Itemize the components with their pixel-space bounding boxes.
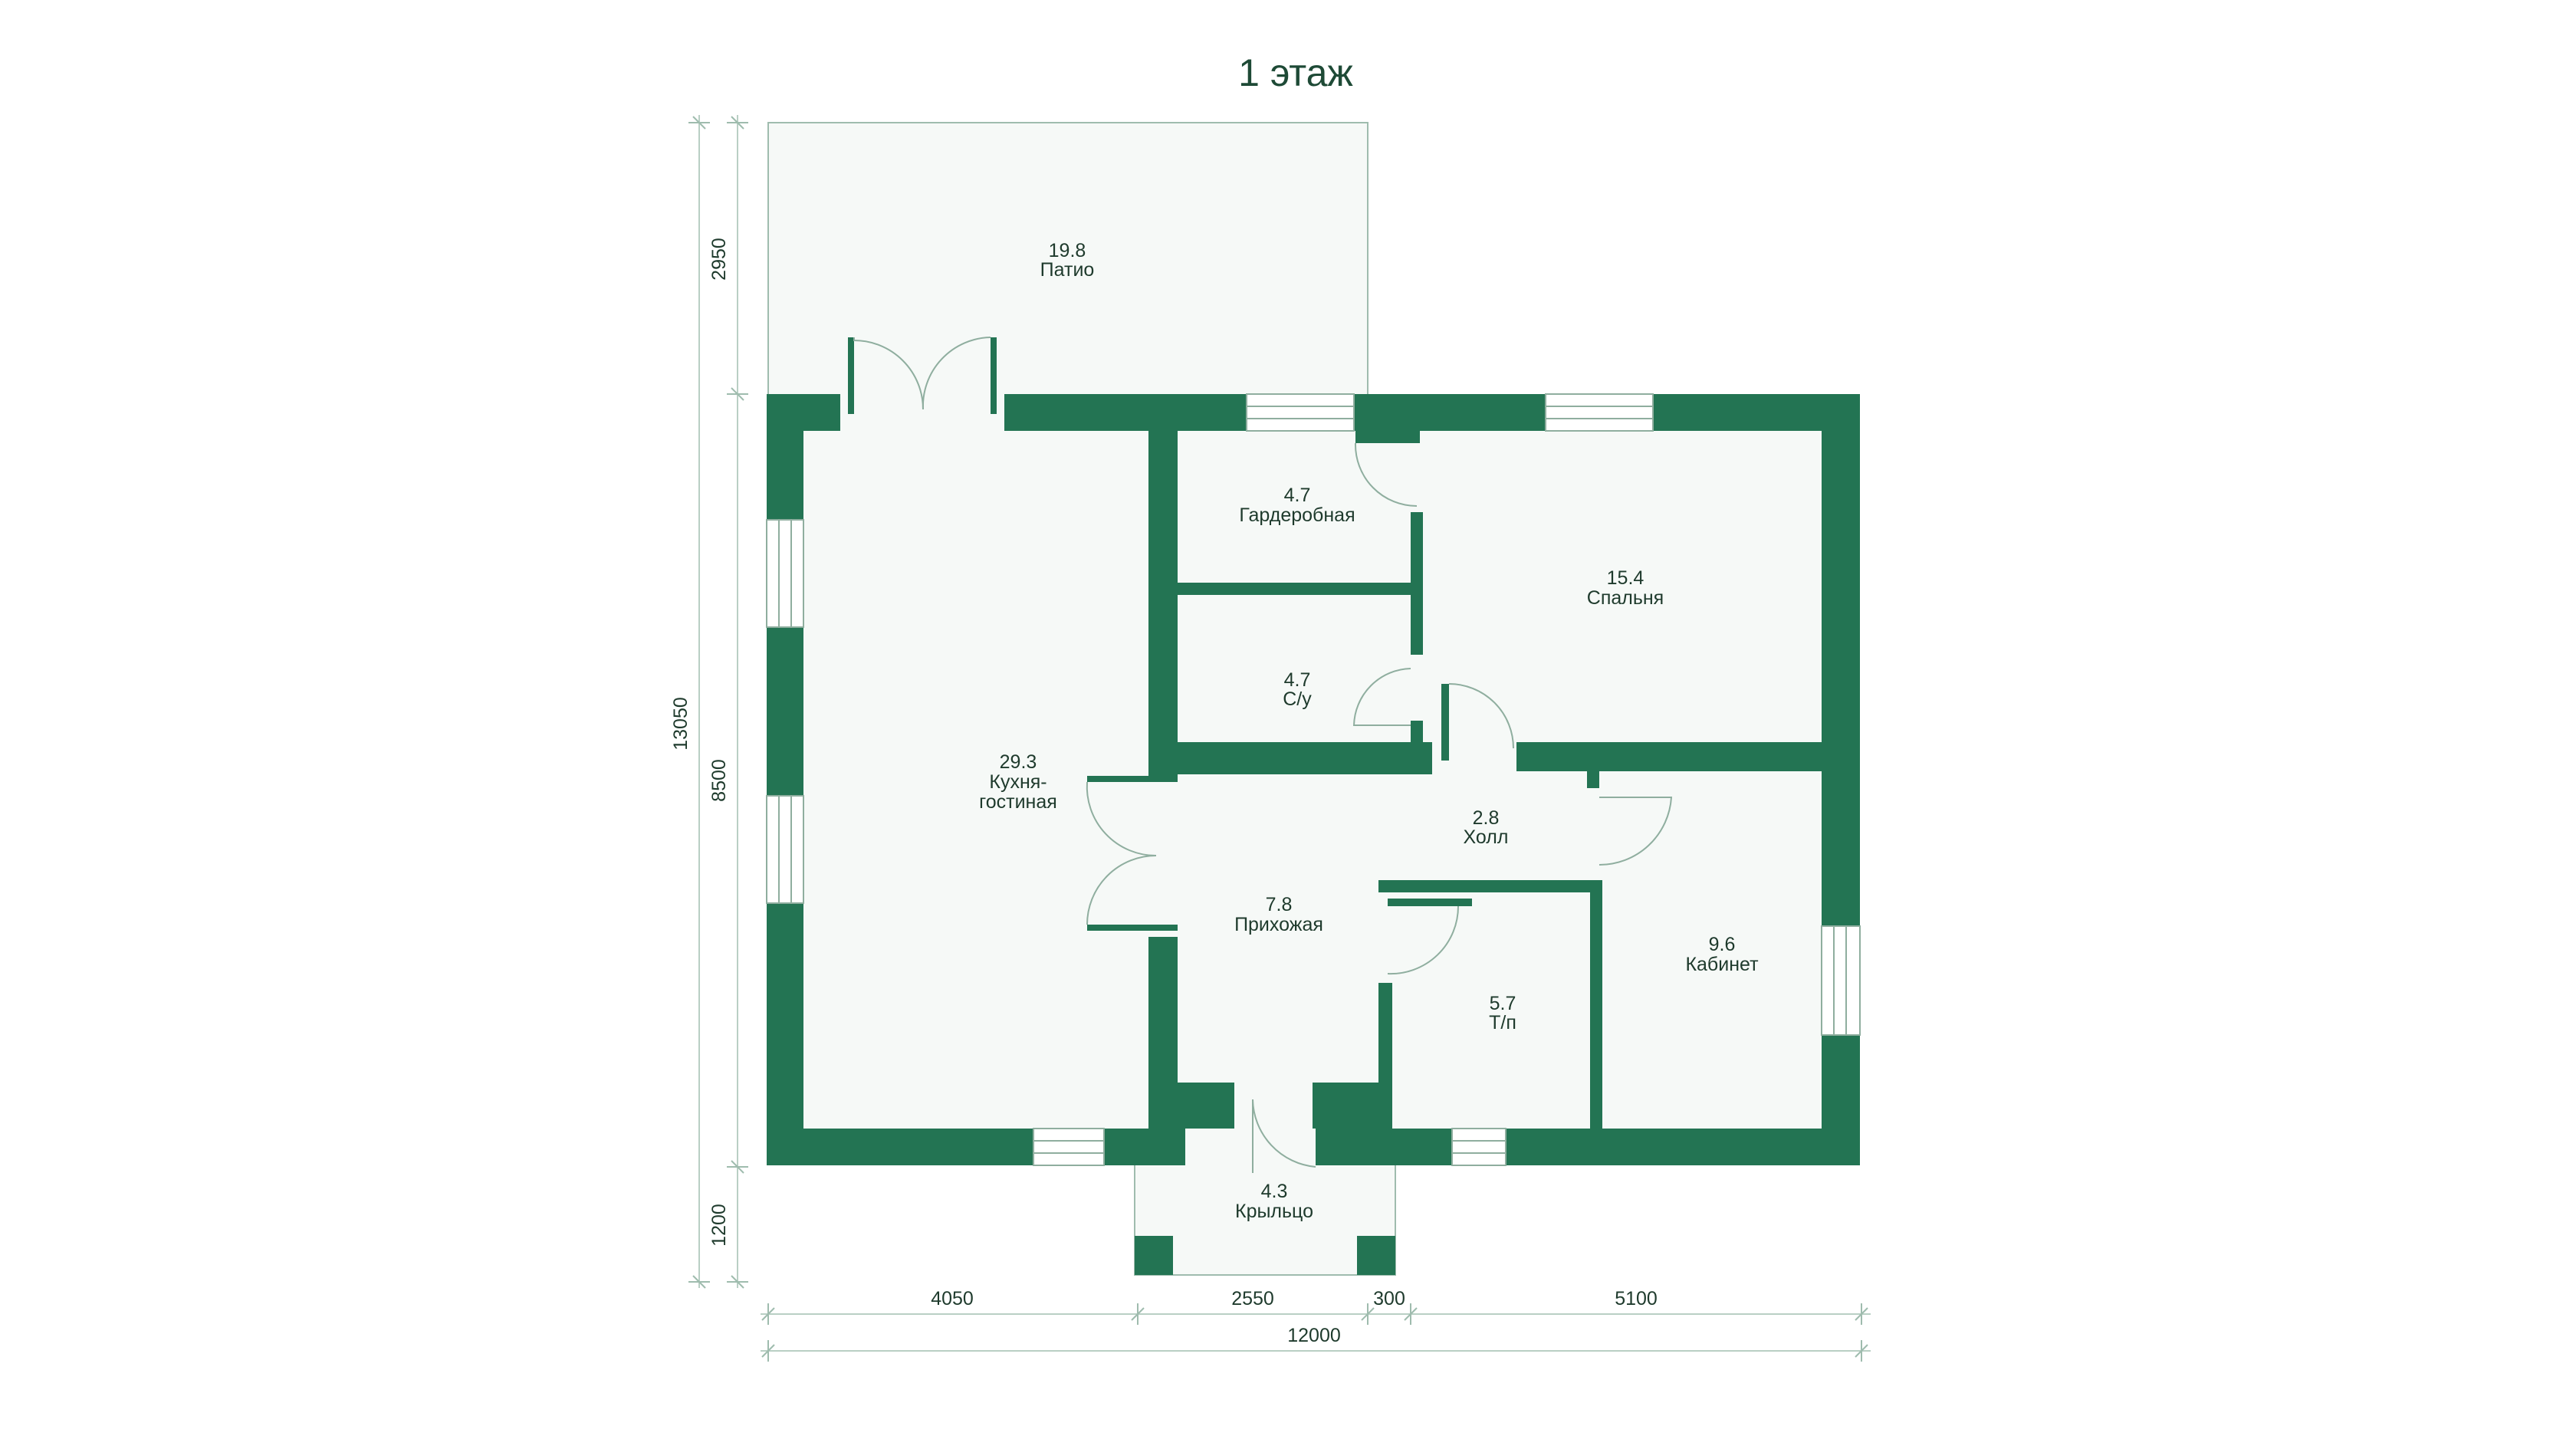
wall-vestibule-left	[1176, 1083, 1234, 1129]
bottom-ticks	[761, 1303, 1868, 1362]
patio-door-post-right	[991, 337, 997, 414]
dim-left-2950: 2950	[708, 238, 730, 281]
window-bottom-toilet	[1451, 1128, 1506, 1166]
porch-pillar-left	[1135, 1236, 1173, 1275]
windows	[766, 393, 1861, 1166]
bath-door	[1352, 668, 1411, 726]
bedroom-name-label: Спальня	[1587, 587, 1664, 609]
dim-bottom-2550: 2550	[1231, 1288, 1274, 1309]
patio-door-post-left	[848, 337, 854, 414]
study-name-label: Кабинет	[1685, 954, 1759, 975]
left-dimensions: 2950 13050 8500 1200	[670, 115, 748, 1289]
bedroom-door	[1448, 683, 1514, 749]
window-left-lower	[766, 795, 804, 904]
window-bottom-kitchen	[1033, 1128, 1105, 1166]
entrance-area-label: 7.8	[1266, 894, 1293, 915]
wall-kitchen-east-upper	[1148, 431, 1178, 776]
hall-name-label: Холл	[1464, 826, 1509, 848]
wall-study-stub	[1587, 771, 1599, 788]
wall-left	[767, 394, 803, 1165]
floor-title: 1 этаж	[1238, 51, 1353, 94]
patio-name-label: Патио	[1040, 259, 1095, 281]
dim-left-13050: 13050	[670, 697, 692, 751]
kitchen-name2-label: гостиная	[979, 791, 1057, 813]
window-top-wardrobe	[1246, 393, 1355, 432]
porch-outline	[1134, 1165, 1396, 1276]
wall-bottom-1	[767, 1129, 1185, 1165]
kitchen-door-stub-bottom	[1087, 925, 1178, 931]
kitchen-door-stub-top	[1087, 776, 1178, 782]
porch-area	[1135, 1165, 1395, 1275]
wall-toilet-north	[1378, 880, 1601, 892]
wall-bottom-2	[1316, 1129, 1860, 1165]
left-ticks	[688, 116, 748, 1289]
patio-door-right	[922, 337, 991, 410]
porch-area-label: 4.3	[1261, 1181, 1288, 1202]
wall-toilet-east	[1590, 880, 1602, 1129]
wall-top-2	[1004, 394, 1860, 431]
bedroom-area-label: 15.4	[1607, 567, 1644, 589]
wardrobe-name-label: Гардеробная	[1239, 504, 1355, 526]
dim-bottom-4050: 4050	[931, 1288, 974, 1309]
entrance-name-label: Прихожая	[1234, 914, 1323, 935]
kitchen-door-upper	[1086, 781, 1157, 857]
window-top-bedroom	[1545, 393, 1654, 432]
patio-door-left	[853, 337, 924, 410]
wall-wardrobe-bath	[1178, 583, 1417, 595]
toilet-area-label: 5.7	[1490, 993, 1516, 1014]
dim-left-1200: 1200	[708, 1204, 730, 1247]
bathroom-name-label: С/у	[1283, 688, 1312, 710]
window-right-study	[1821, 925, 1861, 1036]
wall-right	[1822, 394, 1860, 1165]
toilet-name-label: Т/п	[1489, 1012, 1516, 1033]
house-area	[768, 394, 1860, 1165]
patio-outline	[767, 122, 1368, 394]
dim-total-12000: 12000	[1287, 1325, 1341, 1346]
walls	[767, 337, 1860, 1275]
entrance-door	[1252, 1099, 1316, 1173]
porch-pillar-right	[1357, 1236, 1395, 1275]
study-area-label: 9.6	[1709, 934, 1736, 955]
wall-bedroom-south	[1516, 742, 1822, 771]
wardrobe-door	[1354, 442, 1418, 507]
patio-area-label: 19.8	[1049, 240, 1086, 261]
kitchen-name-label: Кухня-	[989, 771, 1046, 793]
room-areas	[768, 123, 1860, 1275]
wall-toilet-north-inner	[1388, 899, 1472, 906]
wall-bath-south	[1178, 742, 1432, 774]
window-left-upper	[766, 519, 804, 628]
wall-toilet-west	[1378, 983, 1392, 1129]
toilet-door	[1387, 905, 1460, 975]
kitchen-door-lower	[1086, 855, 1157, 925]
room-labels: 19.8 Патио 4.7 Гардеробная 15.4 Спальня …	[979, 240, 1759, 1222]
doors	[853, 337, 1673, 1173]
porch-name-label: Крыльцо	[1235, 1201, 1313, 1222]
wall-bedroom-top-stub	[1355, 431, 1420, 443]
wall-kitchen-east-lower	[1148, 937, 1178, 1129]
bathroom-area-label: 4.7	[1284, 669, 1311, 691]
wall-wardrobe-bedroom	[1411, 512, 1423, 655]
wall-vestibule-right	[1313, 1083, 1383, 1129]
hall-area-label: 2.8	[1473, 807, 1500, 829]
dim-bottom-5100: 5100	[1615, 1288, 1658, 1309]
dim-bottom-300: 300	[1373, 1288, 1405, 1309]
study-door	[1598, 797, 1673, 866]
dim-left-8500: 8500	[708, 759, 730, 802]
bottom-dimensions: 4050 2550 300 5100 12000	[761, 1288, 1871, 1362]
wardrobe-area-label: 4.7	[1284, 485, 1311, 506]
wall-hall-stub	[1441, 684, 1449, 761]
kitchen-area-label: 29.3	[1000, 751, 1037, 773]
patio-area	[768, 123, 1368, 394]
